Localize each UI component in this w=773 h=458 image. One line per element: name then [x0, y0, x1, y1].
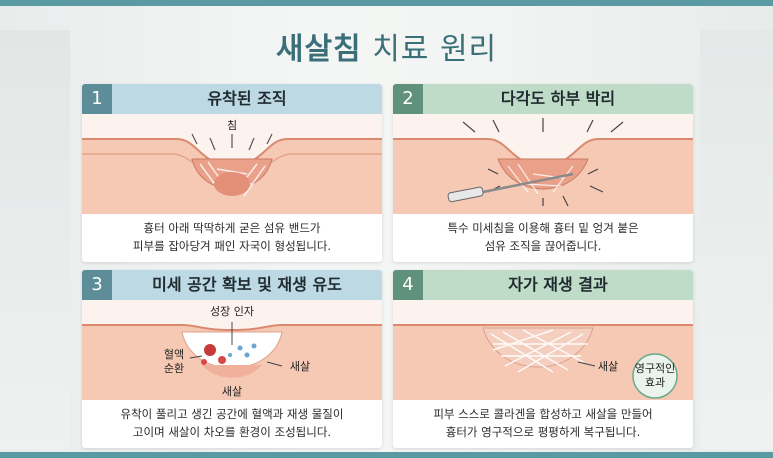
step-description: 유착이 풀리고 생긴 공간에 혈액과 재생 물질이 고이며 새살이 차오를 환경… — [82, 405, 382, 441]
panel-header: 3 미세 공간 확보 및 재생 유도 — [82, 270, 382, 300]
new-flesh-label: 새살 — [598, 360, 618, 373]
panel-step-3: 3 미세 공간 확보 및 재생 유도 성장 인자 혈액 순환 새살 새살 유착이… — [82, 270, 382, 448]
step-heading: 미세 공간 확보 및 재생 유도 — [152, 275, 342, 294]
result-illustration: 새살 영구적인 효과 — [393, 300, 693, 400]
needle-label: 침 — [227, 119, 237, 132]
panel-step-4: 4 자가 재생 결과 새살 영구적인 효과 피부 스스로 콜라겐을 합성하고 새… — [393, 270, 693, 448]
permanent-badge-line-1: 영구적인 — [635, 362, 675, 375]
regeneration-space-illustration: 성장 인자 혈액 순환 새살 새살 — [82, 300, 382, 400]
step-description: 특수 미세침을 이용해 흉터 밑 엉겨 붙은 섬유 조직을 끊어줍니다. — [393, 219, 693, 255]
description-line-1: 유착이 풀리고 생긴 공간에 혈액과 재생 물질이 — [120, 407, 344, 421]
description-line-1: 피부 스스로 콜라겐을 합성하고 새살을 만들어 — [433, 407, 653, 421]
description-line-1: 흉터 아래 딱딱하게 굳은 섬유 밴드가 — [143, 221, 321, 235]
top-accent-bar — [0, 0, 773, 6]
description-line-2: 피부를 잡아당겨 패인 자국이 형성됩니다. — [132, 239, 332, 253]
panel-header: 4 자가 재생 결과 — [393, 270, 693, 300]
step-number: 4 — [393, 270, 423, 300]
step-description: 피부 스스로 콜라겐을 합성하고 새살을 만들어 흉터가 영구적으로 평평하게 … — [393, 405, 693, 441]
description-line-2: 고이며 새살이 차오를 환경이 조성됩니다. — [132, 425, 332, 439]
background-room-right — [700, 30, 773, 450]
step-heading: 유착된 조직 — [207, 89, 287, 108]
new-flesh-label-right: 새살 — [290, 360, 310, 373]
blood-label-line-1: 혈액 — [164, 347, 184, 361]
subcision-illustration — [393, 114, 693, 214]
bottom-accent-bar — [0, 452, 773, 458]
blood-label-line-2: 순환 — [164, 362, 184, 375]
new-flesh-label-bottom: 새살 — [222, 385, 242, 398]
step-description: 흉터 아래 딱딱하게 굳은 섬유 밴드가 피부를 잡아당겨 패인 자국이 형성됩… — [82, 219, 382, 255]
step-heading: 다각도 하부 박리 — [500, 89, 616, 108]
panel-header: 1 유착된 조직 — [82, 84, 382, 114]
description-line-1: 특수 미세침을 이용해 흉터 밑 엉겨 붙은 — [447, 221, 639, 235]
step-heading: 자가 재생 결과 — [508, 275, 608, 294]
description-line-2: 흉터가 영구적으로 평평하게 복구됩니다. — [445, 425, 641, 439]
permanent-badge-line-2: 효과 — [645, 376, 665, 389]
growth-factor-label: 성장 인자 — [210, 305, 254, 318]
adhesion-illustration: 침 — [82, 114, 382, 214]
title-part-2: 치료 원리 — [372, 32, 498, 67]
step-number: 3 — [82, 270, 112, 300]
step-number: 2 — [393, 84, 423, 114]
page-title: 새살침 치료 원리 — [0, 24, 773, 68]
panel-step-2: 2 다각도 하부 박리 특수 미세침을 이용해 흉터 밑 엉겨 붙은 섬유 조직… — [393, 84, 693, 262]
panel-step-1: 1 유착된 조직 침 흉터 아래 딱딱하게 굳은 섬유 밴드가 피부를 잡아당겨… — [82, 84, 382, 262]
background-room-left — [0, 30, 70, 450]
step-number: 1 — [82, 84, 112, 114]
description-line-2: 섬유 조직을 끊어줍니다. — [484, 239, 602, 253]
panel-header: 2 다각도 하부 박리 — [393, 84, 693, 114]
title-part-1: 새살침 — [275, 32, 362, 67]
